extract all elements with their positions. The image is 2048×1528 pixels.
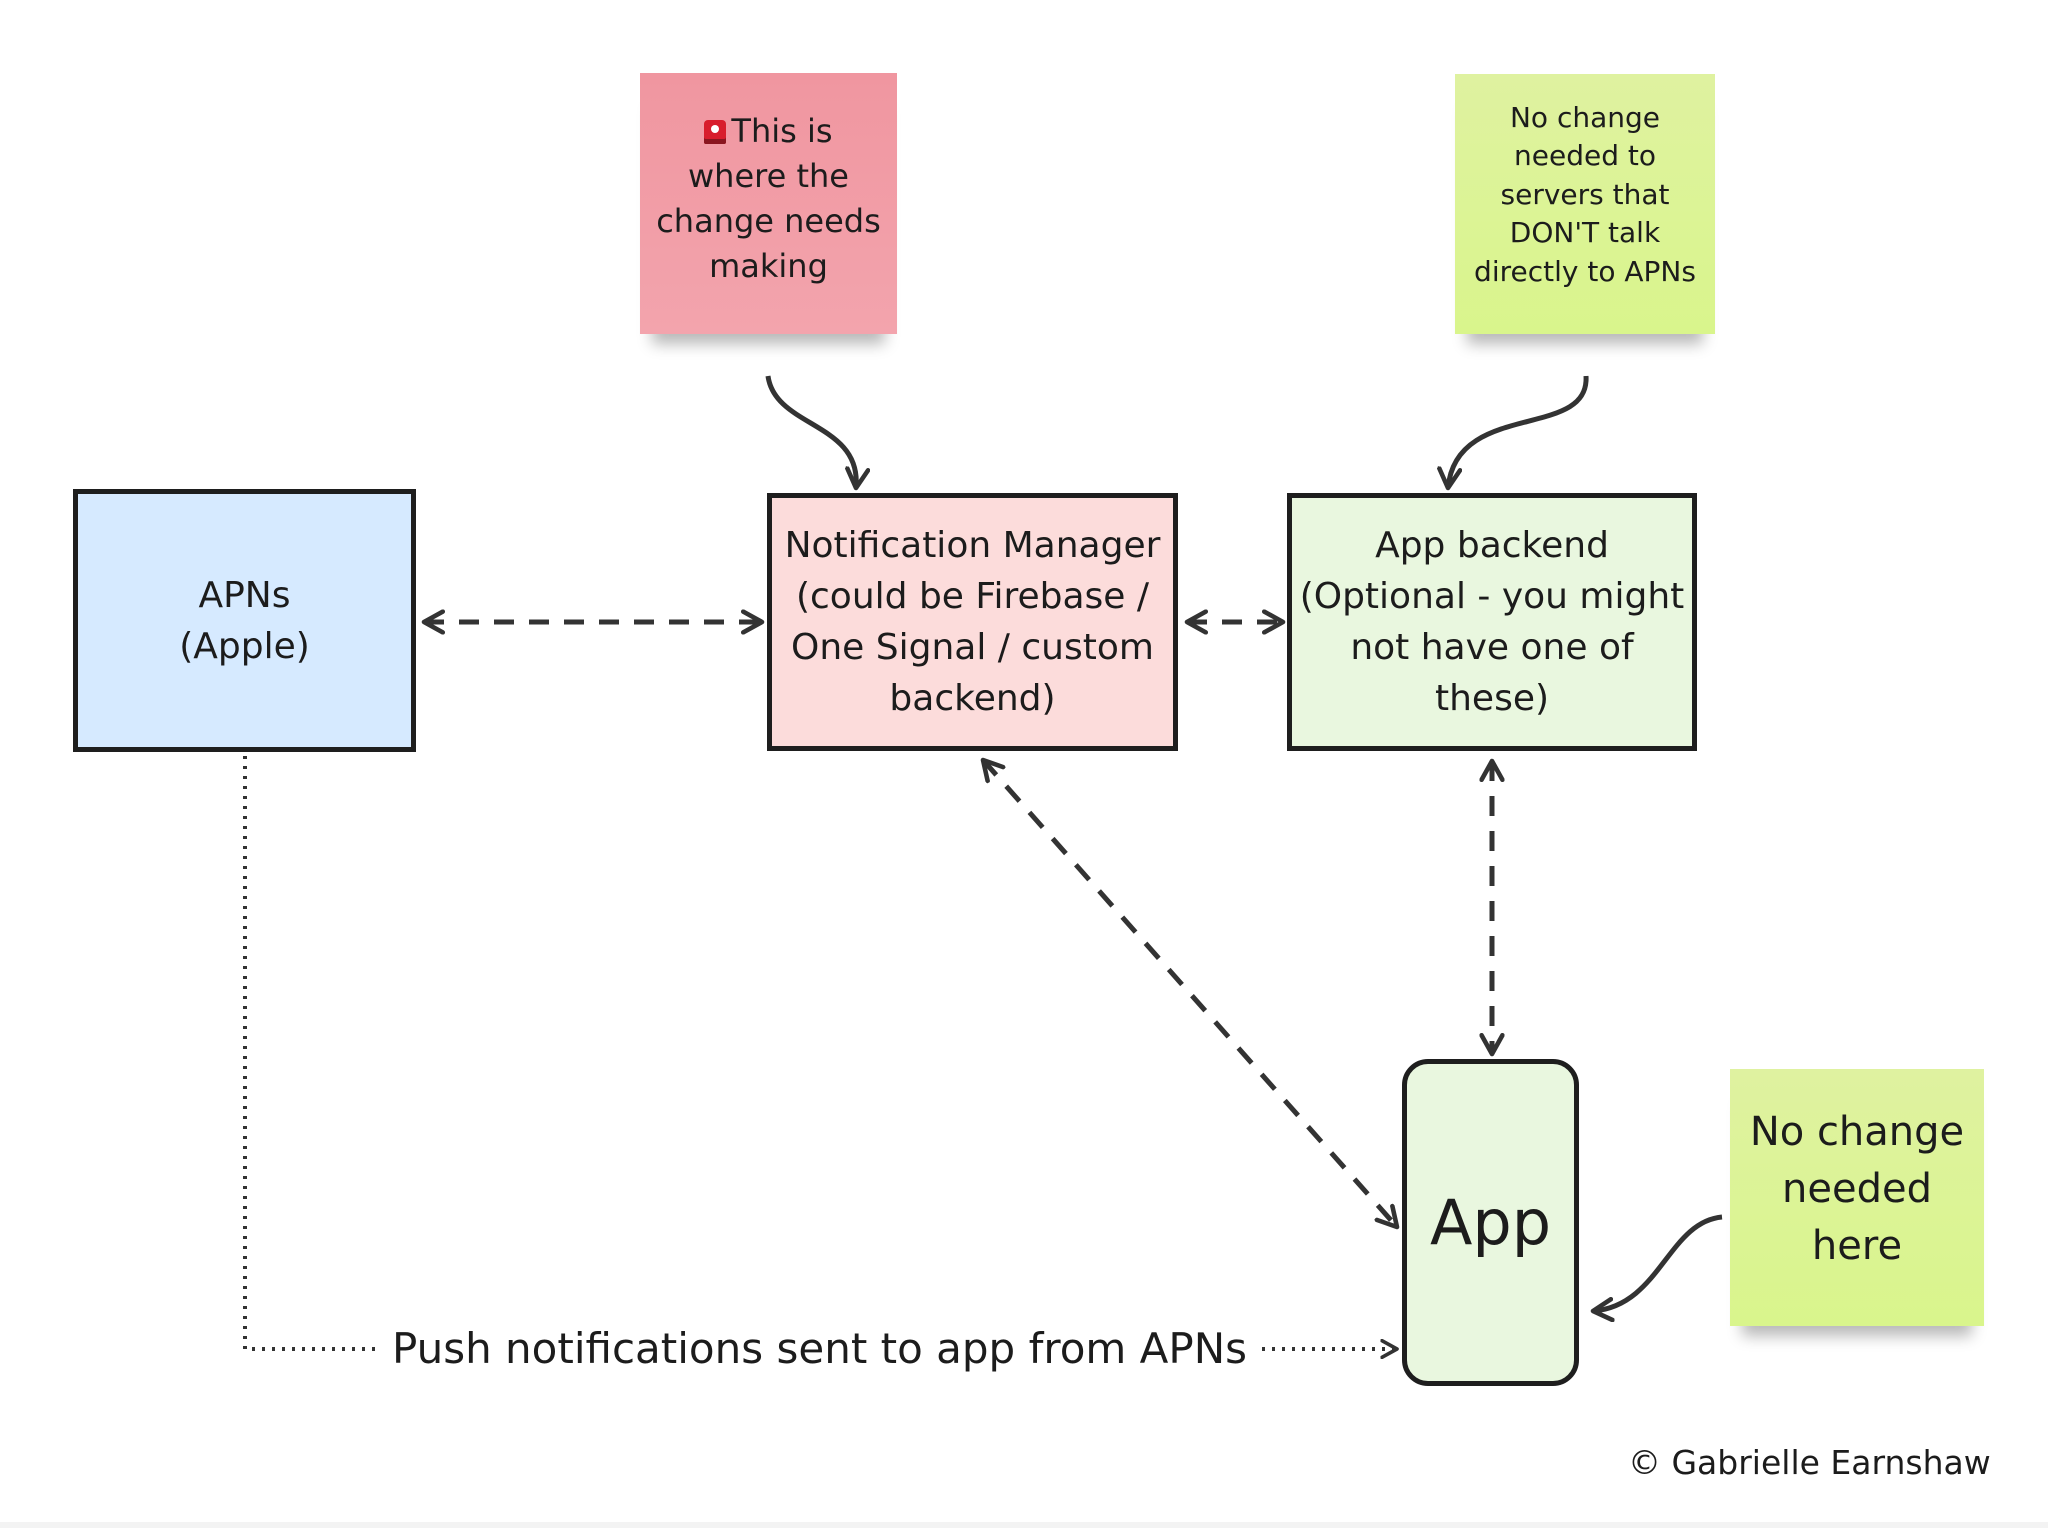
connector-note-servers-to-app-backend (1448, 375, 1589, 488)
copyright-text: © Gabrielle Earnshaw (1628, 1443, 1991, 1482)
connector-apns-push-to-app (243, 756, 1397, 1349)
app-label: App (1429, 1185, 1552, 1259)
apns-node[interactable]: APNs (Apple) (73, 489, 416, 752)
apns-label: APNs (Apple) (179, 574, 310, 667)
connector-note-change-to-notification-manager (765, 375, 856, 488)
notification-manager-label: Notification Manager (could be Firebase … (784, 525, 1161, 719)
rotating-light-icon (704, 119, 727, 144)
notification-manager-node[interactable]: Notification Manager (could be Firebase … (767, 493, 1178, 751)
sticky-note-no-change-app[interactable]: No change needed here (1730, 1069, 1984, 1326)
push-notifications-edge-label: Push notifications sent to app from APNs (380, 1324, 1260, 1374)
sticky-note-no-change-servers[interactable]: No change needed to servers that DON'T t… (1455, 74, 1715, 334)
sticky-note-change-needed-text: This is where the change needs making (656, 111, 881, 285)
sticky-note-no-change-servers-text: No change needed to servers that DON'T t… (1474, 100, 1696, 288)
connector-notification-manager-to-app (983, 760, 1397, 1227)
app-backend-label: App backend (Optional - you might not ha… (1299, 525, 1685, 719)
canvas-bottom-edge (0, 1522, 2048, 1528)
connector-note-app-to-app (1593, 1214, 1723, 1311)
app-node[interactable]: App (1402, 1059, 1579, 1386)
app-backend-node[interactable]: App backend (Optional - you might not ha… (1287, 493, 1697, 751)
sticky-note-no-change-app-text: No change needed here (1749, 1109, 1965, 1269)
sticky-note-change-needed[interactable]: This is where the change needs making (640, 73, 897, 334)
